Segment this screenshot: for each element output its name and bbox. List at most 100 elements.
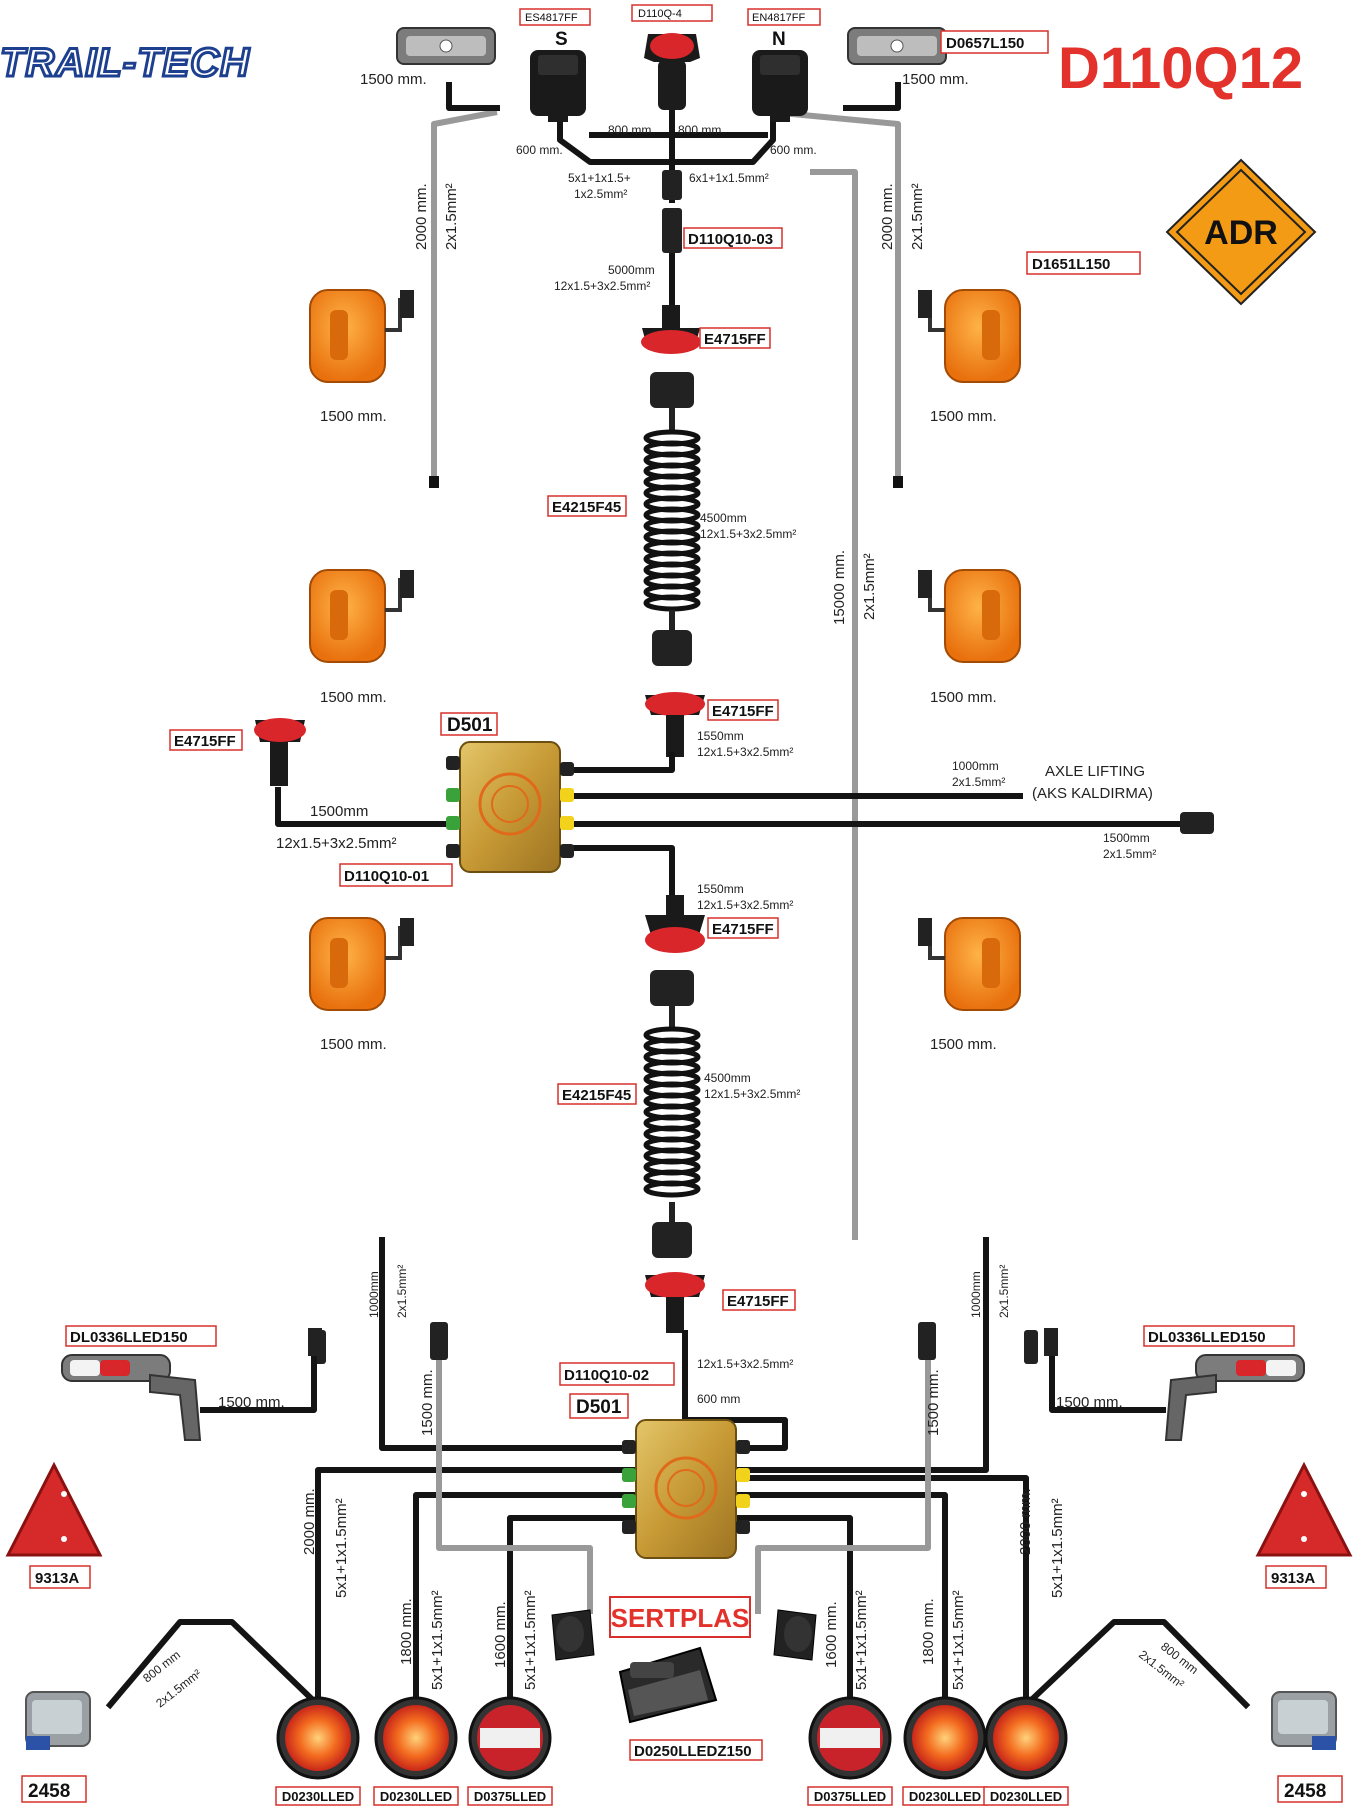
left-side-cable-spec: 2x1.5mm²	[443, 183, 460, 250]
lamp2-spec: 5x1+1x1.5mm²	[429, 1590, 446, 1690]
middle-box-code: D501	[447, 715, 493, 736]
coil-1-code: E4215F45	[552, 499, 621, 516]
socket-lower-code: E4715FF	[712, 921, 774, 938]
coil-turn	[643, 1180, 701, 1198]
long-cable-spec: 2x1.5mm²	[861, 553, 878, 620]
s-plug-code: ES4817FF	[525, 12, 578, 24]
socket-e4715ff-lower	[645, 895, 705, 953]
rear-lamp-code: D0230LLED	[990, 1789, 1062, 1804]
amber-left-1-length: 1500 mm.	[320, 408, 387, 425]
right-vert-spec: 2x1.5mm²	[997, 1265, 1011, 1318]
small-light-left	[551, 1609, 595, 1661]
left-spec-line2: 1x2.5mm²	[574, 187, 627, 201]
center-plug-code: D110Q-4	[638, 8, 682, 20]
coil-turn	[643, 594, 701, 612]
right-side-cable-length: 2000 mm.	[879, 183, 896, 250]
lamp1-length: 2000 mm.	[301, 1488, 318, 1555]
reflector-right-code: 9313A	[1271, 1570, 1315, 1587]
rear-lamp-code: D0375LLED	[474, 1789, 546, 1804]
rear-lamp-code: D0230LLED	[282, 1789, 354, 1804]
amber-marker-code: D1651L150	[1032, 256, 1110, 273]
left-vert-length: 1000mm	[367, 1271, 381, 1318]
right-gray-length: 1500 mm.	[925, 1369, 942, 1436]
lamp1-spec: 5x1+1x1.5mm²	[333, 1498, 350, 1598]
lamp4-spec: 5x1+1x1.5mm²	[853, 1590, 870, 1690]
len-600-left: 600 mm.	[516, 143, 563, 157]
amber-right-3-length: 1500 mm.	[930, 1036, 997, 1053]
amber-marker-right-3	[918, 917, 1021, 1011]
rear-lamp-2: D0230LLED	[373, 1696, 459, 1806]
coil-cable-2	[643, 970, 701, 1258]
left-side-cable-length: 2000 mm.	[413, 183, 430, 250]
outline-right-length: 1500 mm.	[1056, 1394, 1123, 1411]
left-marker-length: 1500 mm.	[360, 71, 427, 88]
left-spec-line1: 5x1+1x1.5+	[568, 171, 631, 185]
coil-cable-1	[643, 372, 701, 666]
lamp6-length: 2000 mm.	[1017, 1488, 1034, 1555]
bottom-in-length: 600 mm	[697, 1392, 740, 1406]
left-top-marker-light	[396, 27, 496, 65]
right-cable-spec: 2x1.5mm²	[1103, 847, 1156, 861]
s-plug-icon	[530, 50, 586, 122]
outline-marker-left	[61, 1354, 202, 1441]
s-plug-letter: S	[555, 29, 568, 50]
socket-e4715ff-top	[641, 305, 701, 354]
axle-lifting-label-tr: (AKS KALDIRMA)	[1032, 785, 1153, 802]
amber-right-1-length: 1500 mm.	[930, 408, 997, 425]
plate-lamp-code: D0250LLEDZ150	[634, 1743, 752, 1760]
right-marker-code: D0657L150	[946, 35, 1024, 52]
n-plug-icon	[752, 50, 808, 122]
sertplas-label: SERTPLAS	[611, 1603, 750, 1633]
outline-left-code: DL0336LLED150	[70, 1329, 188, 1346]
socket-top-code: E4715FF	[704, 331, 766, 348]
adr-label: ADR	[1204, 214, 1278, 252]
lower-link-spec: 12x1.5+3x2.5mm²	[697, 898, 793, 912]
bottom-in-spec: 12x1.5+3x2.5mm²	[697, 1357, 793, 1371]
outline-left-length: 1500 mm.	[218, 1394, 285, 1411]
n-plug-code: EN4817FF	[752, 12, 805, 24]
amber-marker-left-3	[309, 917, 414, 1011]
lamp3-spec: 5x1+1x1.5mm²	[522, 1590, 539, 1690]
right-vert-length: 1000mm	[969, 1271, 983, 1318]
lamp5-length: 1800 mm.	[920, 1598, 937, 1665]
right-cable-length: 1500mm	[1103, 831, 1150, 845]
amber-marker-right-2	[918, 569, 1021, 663]
outline-right-code: DL0336LLED150	[1148, 1329, 1266, 1346]
plate-left-code: 2458	[28, 1781, 70, 1802]
rear-lamp-4: D0375LLED	[807, 1696, 893, 1806]
right-top-marker-light	[847, 27, 947, 65]
brand-logo: TRAIL-TECH	[0, 41, 250, 85]
small-light-right	[773, 1609, 817, 1661]
amber-left-3-length: 1500 mm.	[320, 1036, 387, 1053]
upper-link-length: 1550mm	[697, 729, 744, 743]
inline-connector	[662, 170, 682, 200]
triangle-reflector-left	[5, 1461, 103, 1557]
len-600-right: 600 mm.	[770, 143, 817, 157]
axle-lifting-label: AXLE LIFTING	[1045, 763, 1145, 780]
right-spec: 6x1+1x1.5mm²	[689, 171, 769, 185]
middle-harness-code: D110Q10-01	[344, 868, 429, 885]
diag-left-length: 800 mm	[140, 1648, 183, 1686]
bottom-harness-code: D110Q10-02	[564, 1367, 649, 1384]
long-cable-length: 15000 mm.	[831, 550, 848, 625]
left-cable-spec: 12x1.5+3x2.5mm²	[276, 835, 396, 852]
coil-2-code: E4215F45	[562, 1087, 631, 1104]
rear-lamp-code: D0230LLED	[380, 1789, 452, 1804]
rear-lamp-6: D0230LLED	[983, 1696, 1069, 1806]
number-plate-lamp	[618, 1646, 718, 1724]
socket-bottom-code: E4715FF	[727, 1293, 789, 1310]
plate-light-right	[1271, 1691, 1337, 1750]
diagram-title: D110Q12	[1058, 36, 1303, 101]
adr-warning-icon: ADR	[1165, 158, 1317, 306]
len-800-right: 800 mm.	[678, 123, 725, 137]
center-plug-icon	[644, 33, 700, 110]
lamp6-spec: 5x1+1x1.5mm²	[1049, 1498, 1066, 1598]
n-plug-letter: N	[772, 29, 786, 50]
plate-right-code: 2458	[1284, 1781, 1326, 1802]
coil-1-length: 4500mm	[700, 511, 747, 525]
triangle-reflector-right	[1255, 1461, 1353, 1557]
bottom-box-code: D501	[576, 1397, 622, 1418]
inline-connector-code: D110Q10-03	[688, 231, 773, 248]
coil-1-spec: 12x1.5+3x2.5mm²	[700, 527, 796, 541]
